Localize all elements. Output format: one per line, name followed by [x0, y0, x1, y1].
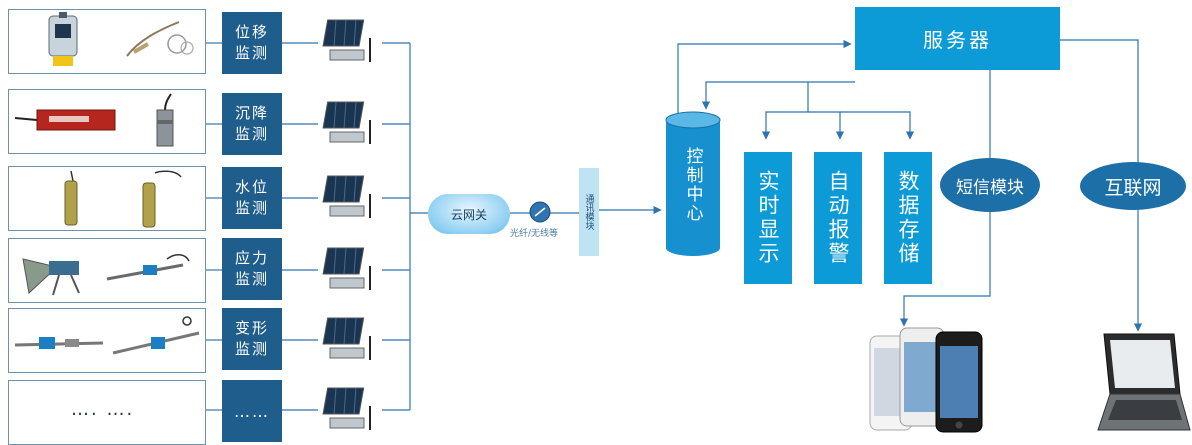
total-station-icon: [48, 12, 194, 66]
strain-gauge-icon: [112, 316, 200, 355]
anchor-sensor-icon: [106, 254, 190, 281]
solar-panel-icon: [322, 101, 371, 144]
solar-panel-icon: [322, 317, 371, 360]
label-displacement: 位移 监测: [222, 12, 282, 74]
sensor-box-water-level: [8, 166, 206, 231]
smartphones-icon: [869, 327, 983, 433]
sensor-box-stress: [8, 238, 206, 303]
solar-panel-icon: [322, 19, 371, 62]
water-level-probe-icon: [142, 170, 182, 228]
server-box: 服务器: [855, 7, 1060, 70]
comm-module: 通讯模块: [579, 168, 599, 256]
label-stress: 应力 监测: [222, 238, 282, 300]
fiber-label: 光纤/无线等: [510, 229, 559, 239]
fiber-node-icon: [529, 201, 551, 223]
sensor-box-more: …. ….: [8, 380, 206, 445]
function-realtime-display: 实时显示: [744, 152, 792, 284]
function-auto-alarm: 自动报警: [814, 152, 862, 284]
control-center-cylinder: [665, 111, 721, 256]
label-settlement: 沉降 监测: [222, 93, 282, 155]
pressure-probe-icon: [156, 93, 174, 147]
internet: 互联网: [1080, 162, 1186, 210]
solar-panel-icon: [322, 247, 371, 290]
stress-gauge-icon: [22, 258, 80, 296]
laptop-icon: [1097, 333, 1191, 431]
wire-sensor-icon: [126, 21, 194, 57]
strain-gauge-icon: [14, 337, 104, 349]
control-center-label: 控制中心: [682, 147, 703, 223]
cloud-gateway: 云网关: [428, 194, 510, 234]
sensor-box-settlement: [8, 89, 206, 154]
sensor-box-displacement: [8, 9, 206, 74]
water-level-probe-icon: [64, 170, 78, 226]
function-data-storage: 数据存储: [884, 152, 932, 284]
label-more: ……: [222, 380, 282, 442]
sensor-placeholder: …. ….: [71, 399, 135, 420]
red-sensor-icon: [14, 93, 174, 147]
solar-panel-icon: [322, 387, 371, 430]
label-water-level: 水位 监测: [222, 167, 282, 229]
label-deformation: 变形 监测: [222, 308, 282, 370]
solar-panel-icon: [322, 175, 371, 218]
sms-module: 短信模块: [940, 158, 1040, 212]
sensor-box-deformation: [8, 308, 206, 373]
